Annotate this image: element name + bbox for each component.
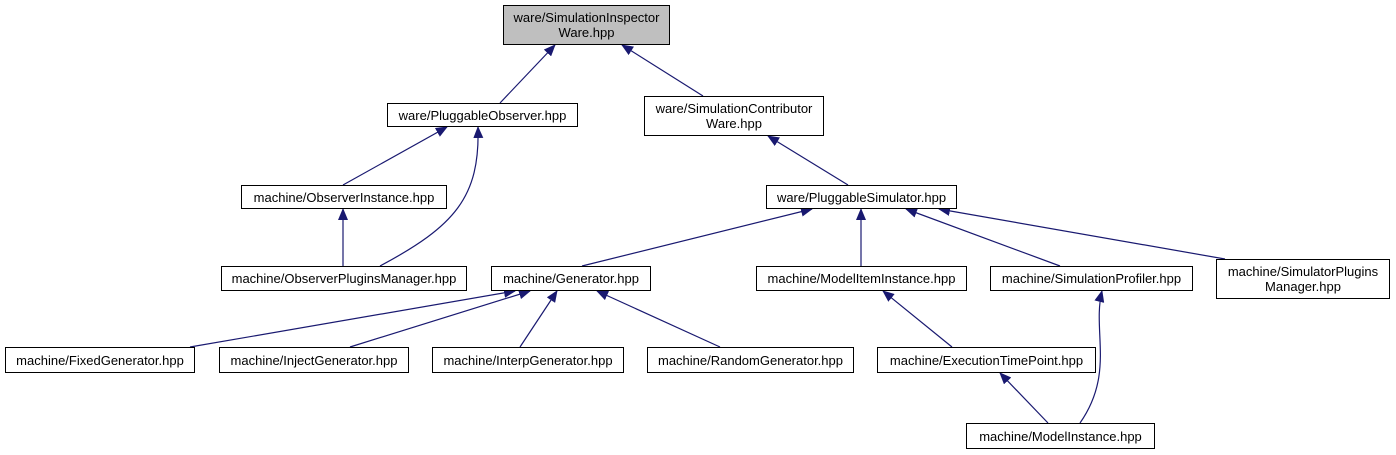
edge-random-generator-to-generator [596,290,721,348]
node-fixed-generator[interactable]: machine/FixedGenerator.hpp [5,347,195,373]
node-label-line-2: Ware.hpp [706,116,762,131]
node-observer-instance[interactable]: machine/ObserverInstance.hpp [241,185,447,209]
node-label-line-1: machine/SimulatorPlugins [1227,264,1379,279]
node-label-line-1: ware/SimulationContributor [655,101,813,116]
node-label: machine/ObserverPluginsManager.hpp [231,271,457,286]
node-interp-generator[interactable]: machine/InterpGenerator.hpp [432,347,624,373]
node-simulator-plugins-manager[interactable]: machine/SimulatorPlugins Manager.hpp [1216,259,1390,299]
edge-execution-time-point-to-model-item-instance [882,290,953,348]
node-random-generator[interactable]: machine/RandomGenerator.hpp [647,347,854,373]
edge-inject-generator-to-generator [349,289,531,348]
node-model-instance[interactable]: machine/ModelInstance.hpp [966,423,1155,449]
node-label-line-2: Manager.hpp [1265,279,1341,294]
edge-generator-to-pluggable-simulator [581,206,813,267]
node-execution-time-point[interactable]: machine/ExecutionTimePoint.hpp [877,347,1096,373]
node-inject-generator[interactable]: machine/InjectGenerator.hpp [219,347,409,373]
node-pluggable-simulator[interactable]: ware/PluggableSimulator.hpp [766,185,957,209]
node-label: machine/ModelItemInstance.hpp [767,271,956,286]
node-label-line-2: Ware.hpp [558,25,615,40]
node-label: machine/SimulationProfiler.hpp [1001,271,1182,286]
node-generator[interactable]: machine/Generator.hpp [491,266,651,291]
edge-observer-instance-to-pluggable-observer [342,126,448,186]
edge-observer-plugins-manager-to-pluggable-observer [379,126,484,267]
edge-fixed-generator-to-generator [189,287,516,348]
node-pluggable-observer[interactable]: ware/PluggableObserver.hpp [387,103,578,127]
node-simulation-profiler[interactable]: machine/SimulationProfiler.hpp [990,266,1193,291]
node-label: machine/ObserverInstance.hpp [253,189,435,205]
node-label: ware/PluggableObserver.hpp [398,107,567,123]
node-simulation-contributor-ware[interactable]: ware/SimulationContributor Ware.hpp [644,96,824,136]
edge-model-instance-to-simulation-profiler [1079,290,1105,424]
node-label: machine/ModelInstance.hpp [979,428,1142,444]
edge-pluggable-observer-to-root [499,44,556,104]
edge-simulator-plugins-manager-to-pluggable-simulator [938,205,1226,260]
node-label: machine/Generator.hpp [503,271,639,286]
node-label: machine/FixedGenerator.hpp [16,352,184,368]
node-simulation-inspector-ware: ware/SimulationInspector Ware.hpp [503,5,670,45]
edge-simulation-profiler-to-pluggable-simulator [905,208,1061,267]
node-label: machine/InterpGenerator.hpp [443,352,613,368]
node-model-item-instance[interactable]: machine/ModelItemInstance.hpp [756,266,967,291]
node-label: ware/PluggableSimulator.hpp [776,189,947,205]
node-observer-plugins-manager[interactable]: machine/ObserverPluginsManager.hpp [221,266,467,291]
node-label: machine/InjectGenerator.hpp [230,352,398,368]
node-label: machine/RandomGenerator.hpp [657,352,843,368]
edge-interp-generator-to-generator [519,290,558,348]
edge-model-instance-to-execution-time-point [999,372,1049,424]
node-label-line-1: ware/SimulationInspector [513,10,660,25]
node-label: machine/ExecutionTimePoint.hpp [889,352,1084,368]
edge-pluggable-simulator-to-simulation-contributor [767,135,849,186]
edge-simulation-contributor-to-root [621,44,704,97]
